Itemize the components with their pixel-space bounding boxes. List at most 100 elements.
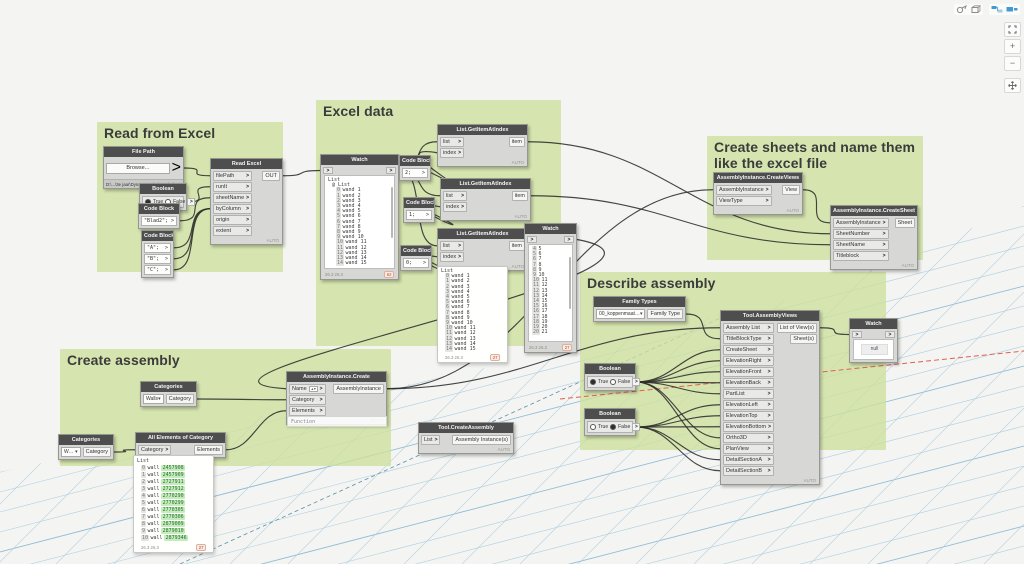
output-port-Category[interactable]: Category xyxy=(165,394,194,404)
port-chevron-icon[interactable]: > xyxy=(458,149,462,156)
code-line[interactable]: 1;> xyxy=(406,210,432,220)
node-header[interactable]: List.GetItemAtIndex xyxy=(438,229,527,239)
node-header[interactable]: Tool.CreateAssembly xyxy=(419,423,513,433)
output-port-AssemblyInstance[interactable]: AssemblyInstance xyxy=(333,384,384,394)
input-port-ElevationBack[interactable]: ElevationBack> xyxy=(723,378,774,388)
output-port[interactable]: > xyxy=(187,198,196,206)
port-chevron-icon[interactable]: > xyxy=(246,205,250,212)
port-chevron-icon[interactable]: > xyxy=(164,255,168,262)
input-port[interactable]: > xyxy=(323,167,333,174)
input-port-filePath[interactable]: filePath> xyxy=(213,171,253,181)
port-chevron-icon[interactable]: > xyxy=(767,324,771,331)
dropdown-select[interactable]: 00_koppenmaat:110 inwendig▾ xyxy=(596,309,646,319)
output-port-Assembly Instance(s)[interactable]: Assembly Instance(s) xyxy=(452,435,511,445)
port-chevron-icon[interactable]: > xyxy=(765,186,769,193)
port-chevron-icon[interactable]: > xyxy=(767,335,771,342)
input-port-Titleblock[interactable]: Titleblock> xyxy=(833,251,889,261)
output-port[interactable]: > xyxy=(632,378,641,386)
input-port-runIt[interactable]: runIt> xyxy=(213,182,253,192)
port-chevron-icon[interactable]: > xyxy=(171,159,181,176)
port-chevron-icon[interactable]: > xyxy=(767,434,771,441)
output-port-List of View(s)[interactable]: List of View(s) xyxy=(776,323,817,333)
stepper-icon[interactable]: ▲▼ xyxy=(310,386,317,391)
output-port-item[interactable]: item xyxy=(511,191,528,201)
browse-button[interactable]: Browse... xyxy=(106,162,170,174)
node-header[interactable]: Code Block xyxy=(404,198,434,208)
port-chevron-icon[interactable]: > xyxy=(421,169,425,176)
node-header[interactable]: Family Types xyxy=(594,297,685,307)
node-familytypes[interactable]: Family Types 00_koppenmaat:110 inwendig▾F… xyxy=(593,296,686,322)
port-chevron-icon[interactable]: > xyxy=(164,266,168,273)
port-chevron-icon[interactable]: > xyxy=(767,368,771,375)
chevron-down-icon[interactable]: ▾ xyxy=(639,311,643,317)
node-header[interactable]: AssemblyInstance.CreateViews xyxy=(714,173,802,183)
node-header[interactable]: Boolean xyxy=(585,364,635,374)
chevron-down-icon[interactable]: ▾ xyxy=(75,449,78,455)
port-chevron-icon[interactable]: > xyxy=(458,138,462,145)
port-chevron-icon[interactable]: > xyxy=(164,244,168,251)
radio-false[interactable] xyxy=(610,379,617,385)
port-chevron-icon[interactable]: > xyxy=(170,217,174,224)
port-chevron-icon[interactable]: > xyxy=(767,412,771,419)
radio-false[interactable] xyxy=(610,424,617,430)
port-chevron-icon[interactable]: > xyxy=(882,252,886,259)
code-line[interactable]: 0;> xyxy=(403,258,429,268)
node-watch-null[interactable]: Watch>>null xyxy=(849,318,898,363)
port-chevron-icon[interactable]: > xyxy=(767,401,771,408)
input-port-sheetName[interactable]: sheetName> xyxy=(213,193,253,203)
input-port-PlanView[interactable]: PlanView> xyxy=(723,444,774,454)
port-chevron-icon[interactable]: > xyxy=(767,357,771,364)
watch-list[interactable]: null xyxy=(853,339,894,360)
input-port-Name[interactable]: Name▲▼> xyxy=(289,384,326,394)
output-port-OUT[interactable]: OUT xyxy=(262,171,280,181)
input-port-ElevationFront[interactable]: ElevationFront> xyxy=(723,367,774,377)
input-port-Category[interactable]: Category> xyxy=(289,395,326,405)
output-port-Category[interactable]: Category xyxy=(82,447,111,457)
input-port-ElevationTop[interactable]: ElevationTop> xyxy=(723,411,774,421)
input-port-ViewType[interactable]: ViewType> xyxy=(716,196,772,206)
output-port-Family Type[interactable]: Family Type xyxy=(647,309,683,319)
input-port-AssemblyInstance[interactable]: AssemblyInstance> xyxy=(716,185,772,195)
input-port-origin[interactable]: origin> xyxy=(213,215,253,225)
port-chevron-icon[interactable]: > xyxy=(767,456,771,463)
input-port-SheetName[interactable]: SheetName> xyxy=(833,240,889,250)
input-port-index[interactable]: index> xyxy=(440,148,465,158)
code-line[interactable]: "C";> xyxy=(144,265,171,275)
node-header[interactable]: Code Block xyxy=(400,156,430,166)
port-chevron-icon[interactable]: > xyxy=(882,241,886,248)
port-chevron-icon[interactable]: > xyxy=(319,396,323,403)
input-port[interactable]: > xyxy=(852,331,862,338)
node-header[interactable]: Code Block xyxy=(401,246,431,256)
scrollbar[interactable] xyxy=(569,256,571,310)
output-port-Elements[interactable]: Elements xyxy=(194,445,223,455)
port-chevron-icon[interactable]: > xyxy=(246,216,250,223)
port-chevron-icon[interactable]: > xyxy=(425,211,429,218)
port-chevron-icon[interactable]: > xyxy=(461,203,465,210)
code-line[interactable]: "A";> xyxy=(144,243,171,253)
node-header[interactable]: Categories xyxy=(141,382,196,392)
input-port-Assembly List[interactable]: Assembly List> xyxy=(723,323,774,333)
name-stepper[interactable]: ▲▼ xyxy=(308,385,318,392)
input-port-byColumn[interactable]: byColumn> xyxy=(213,204,253,214)
node-header[interactable]: All Elements of Category xyxy=(136,433,225,443)
radio-true[interactable] xyxy=(590,379,596,385)
input-port[interactable]: > xyxy=(527,236,537,243)
input-port-ElevationRight[interactable]: ElevationRight> xyxy=(723,356,774,366)
port-chevron-icon[interactable]: > xyxy=(767,467,771,474)
output-port-Sheet(s)[interactable]: Sheet(s) xyxy=(790,334,817,344)
chevron-down-icon[interactable]: ▾ xyxy=(158,396,161,402)
node-header[interactable]: List.GetItemAtIndex xyxy=(441,179,530,189)
input-port-Category[interactable]: Category> xyxy=(138,445,172,455)
workspace-nodes-icon[interactable] xyxy=(991,5,1003,14)
input-port-DetailSectionA[interactable]: DetailSectionA> xyxy=(723,455,774,465)
port-chevron-icon[interactable]: > xyxy=(422,259,426,266)
